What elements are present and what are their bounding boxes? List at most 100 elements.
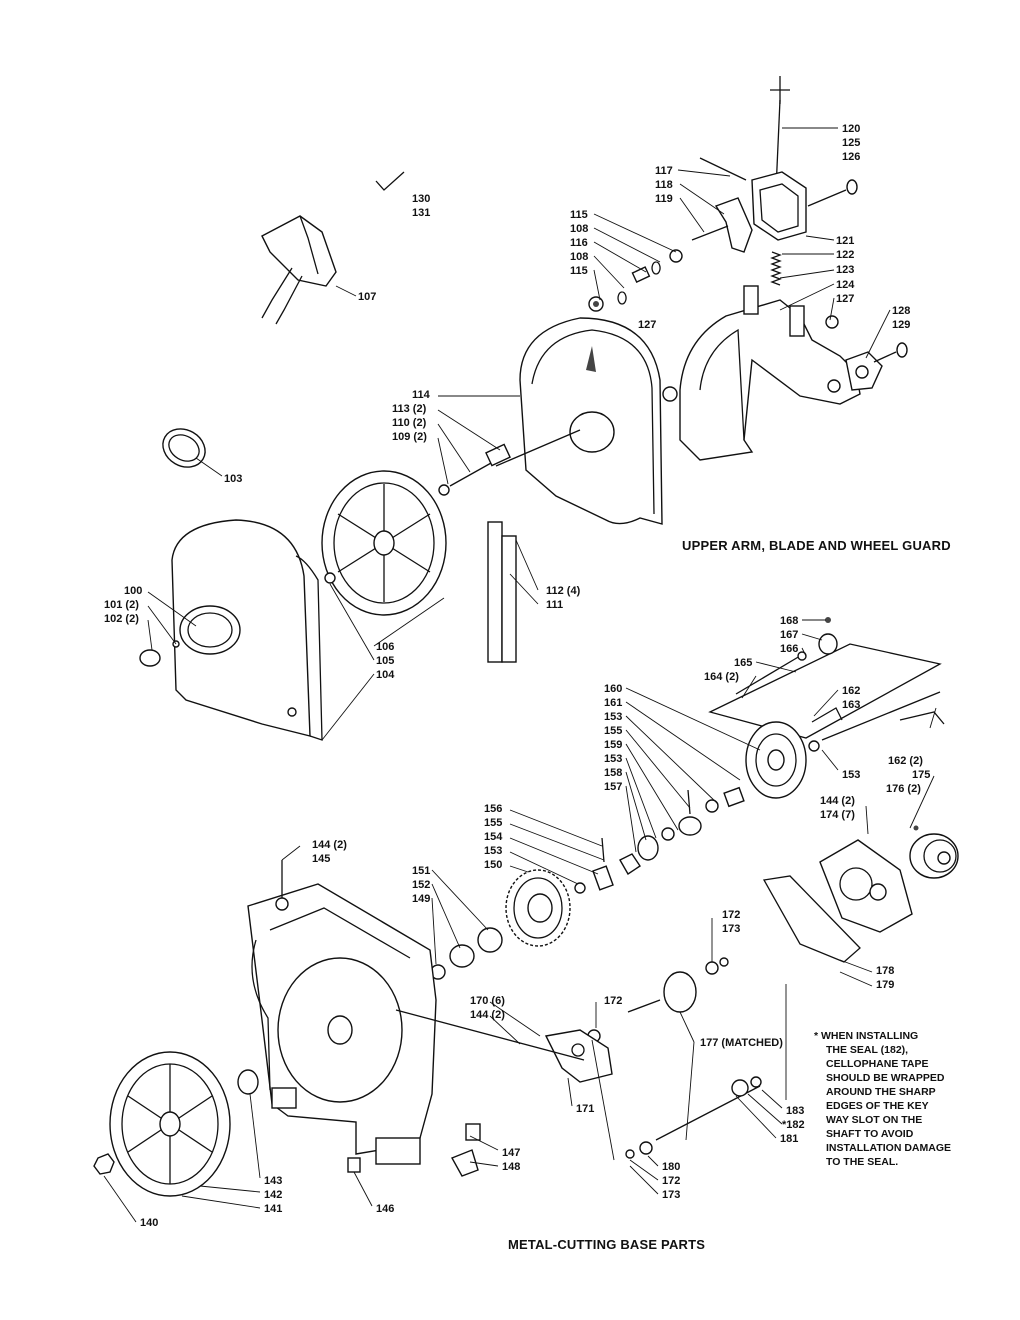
part-label: 180 (662, 1161, 680, 1173)
part-label: 119 (655, 193, 673, 205)
part-label: 176 (2) (886, 783, 921, 795)
bracket-drawing (544, 1029, 613, 1083)
note-line: SHAFT TO AVOID (826, 1128, 914, 1140)
note-line: AROUND THE SHARP (826, 1086, 936, 1098)
base-casting-drawing (247, 860, 585, 1165)
part-label: 177 (MATCHED) (700, 1037, 783, 1049)
hinge-drawing (691, 157, 753, 253)
part-label: 153 (604, 753, 622, 765)
part-label: 155 (484, 817, 502, 829)
part-label: 172 (662, 1175, 680, 1187)
worm-shaft-drawing (587, 957, 762, 1159)
note-line: CELLOPHANE TAPE (826, 1058, 928, 1070)
spring-drawing (770, 251, 782, 286)
lower-bearing-set-drawing (430, 927, 503, 980)
part-label: 154 (484, 831, 503, 843)
part-label: 102 (2) (104, 613, 139, 625)
note-line: INSTALLATION DAMAGE (826, 1142, 951, 1154)
note-line: TO THE SEAL. (826, 1156, 898, 1168)
part-label: 143 (264, 1175, 282, 1187)
part-label: 126 (842, 151, 860, 163)
part-label: 155 (604, 725, 622, 737)
note-line: SHOULD BE WRAPPED (826, 1072, 945, 1084)
part-label: 108 (570, 251, 588, 263)
bolt-drawing (807, 179, 858, 207)
base-small-parts-drawing (237, 1069, 481, 1177)
part-label: 173 (662, 1189, 680, 1201)
part-label: 157 (604, 781, 622, 793)
part-label: 118 (655, 179, 673, 191)
part-label: 109 (2) (392, 431, 427, 443)
note-line: WAY SLOT ON THE (826, 1114, 922, 1126)
part-label: 123 (836, 264, 854, 276)
part-label: 163 (842, 699, 860, 711)
part-label: 148 (502, 1161, 520, 1173)
part-label: 156 (484, 803, 502, 815)
part-label: 146 (376, 1203, 394, 1215)
part-label: 183 (786, 1105, 804, 1117)
part-label: 168 (780, 615, 798, 627)
part-label: 145 (312, 853, 330, 865)
note-line: THE SEAL (182), (826, 1044, 908, 1056)
part-label: 171 (576, 1103, 594, 1115)
upper-arm-drawing (662, 285, 908, 461)
part-label: 111 (546, 599, 563, 611)
part-label: 116 (570, 237, 588, 249)
part-label: 164 (2) (704, 671, 739, 683)
blade-guide-drawing (438, 429, 581, 496)
slide-bracket-drawing (751, 171, 807, 241)
part-label: 115 (570, 265, 588, 277)
part-label: 104 (376, 669, 395, 681)
part-label: 121 (836, 235, 854, 247)
part-label: 122 (836, 249, 854, 261)
tension-handle-drawing (261, 215, 337, 325)
part-label: 124 (836, 279, 855, 291)
worm-gear-drawing (505, 837, 614, 947)
part-label: 108 (570, 223, 588, 235)
guide-small-parts-drawing (588, 249, 683, 312)
nameplate-drawing (162, 428, 206, 468)
part-label: 120 (842, 123, 860, 135)
note-line: * WHEN INSTALLING (814, 1030, 918, 1042)
part-label: 153 (604, 711, 622, 723)
part-label: 131 (412, 207, 430, 219)
part-label: 181 (780, 1133, 798, 1145)
part-label: 113 (2) (392, 403, 427, 415)
part-label: 174 (7) (820, 809, 855, 821)
drive-pulley-drawing (745, 721, 820, 799)
part-label: 114 (412, 389, 431, 401)
part-label: 162 (842, 685, 860, 697)
upper-assembly-caption: UPPER ARM, BLADE AND WHEEL GUARD (682, 538, 951, 553)
part-label: 144 (2) (470, 1009, 505, 1021)
part-label: 100 (124, 585, 142, 597)
part-label: 107 (358, 291, 376, 303)
part-label: 127 (836, 293, 854, 305)
part-label: 153 (842, 769, 860, 781)
part-label: 159 (604, 739, 622, 751)
part-label: 103 (224, 473, 242, 485)
part-label: 147 (502, 1147, 520, 1159)
front-wheel-guard-drawing (139, 519, 323, 741)
base-assembly-caption: METAL-CUTTING BASE PARTS (508, 1237, 705, 1252)
part-label: 115 (570, 209, 588, 221)
part-label: 158 (604, 767, 622, 779)
part-label: 110 (2) (392, 417, 427, 429)
installation-note: * WHEN INSTALLING THE SEAL (182), CELLOP… (814, 1030, 951, 1168)
part-label: 151 (412, 865, 430, 877)
part-label: 144 (2) (820, 795, 855, 807)
part-label: 130 (412, 193, 430, 205)
hex-key-drawing (375, 171, 405, 191)
part-label: 153 (484, 845, 502, 857)
blade-drawing (487, 521, 517, 663)
part-label: 165 (734, 657, 752, 669)
gear-box-drawing (762, 825, 959, 963)
part-label: 129 (892, 319, 910, 331)
part-label: 125 (842, 137, 860, 149)
part-label: 172 (604, 995, 622, 1007)
rear-wheel-guard-drawing (519, 317, 663, 525)
part-callouts: 120 125 126 117 118 119 130 131 115 108 … (104, 123, 930, 1229)
part-label: 101 (2) (104, 599, 139, 611)
part-label: 128 (892, 305, 910, 317)
part-label: 152 (412, 879, 430, 891)
